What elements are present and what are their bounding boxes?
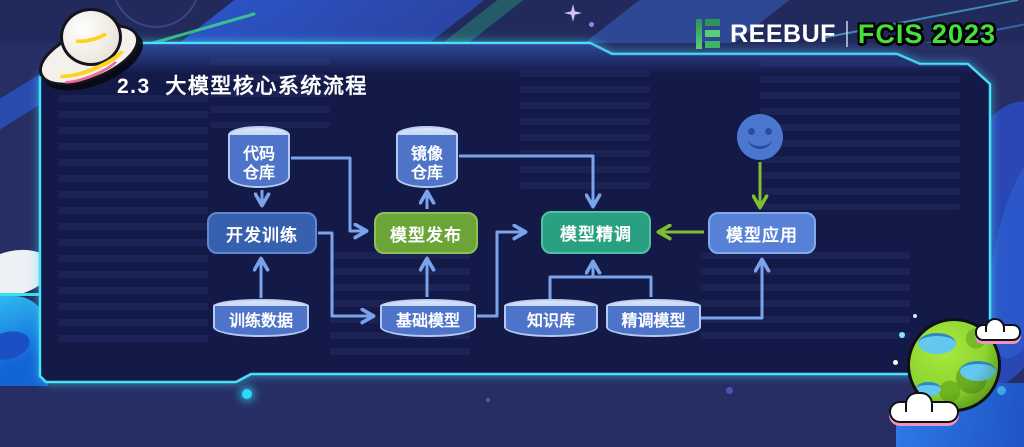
smiley-face-icon <box>737 114 783 160</box>
sparkle-dot <box>997 386 1006 395</box>
cylinder-body <box>396 135 458 188</box>
edge-base-model-model-finetune <box>477 232 524 318</box>
cloud-icon <box>889 392 959 423</box>
purple-dot <box>726 387 733 394</box>
f-icon-bar <box>705 41 721 48</box>
rack-texture <box>58 95 208 345</box>
node-base-model: 基础模型 <box>380 299 476 337</box>
node-label: 基础模型 <box>395 313 460 330</box>
edge-finetuned-model-model-app <box>701 261 762 320</box>
f-icon-bar <box>705 19 721 26</box>
node-code-repo: 代码 仓库 <box>228 126 290 188</box>
rack-texture <box>760 60 960 210</box>
logo-divider <box>845 21 848 47</box>
rack-texture <box>700 252 910 347</box>
brand-logo: REEBUF FCIS 2023 <box>696 16 996 52</box>
event-badge: FCIS 2023 <box>857 18 996 49</box>
planet-sticker <box>889 312 1021 427</box>
smiley-mouth <box>748 136 772 149</box>
sparkle-dot <box>913 314 917 318</box>
panel-content <box>40 44 990 362</box>
freebuf-f-icon <box>696 19 721 49</box>
node-label: 模型发布 <box>390 225 462 245</box>
planet-lake <box>960 361 996 381</box>
node-image-repo: 镜像 仓库 <box>396 126 458 188</box>
saturn-sticker <box>30 0 148 110</box>
smiley-eye <box>765 128 772 135</box>
node-model-app: 模型应用 <box>708 212 816 254</box>
cylinder-body <box>380 306 476 337</box>
edge-image-repo-model-finetune <box>459 154 593 205</box>
edge-code-repo-model-release <box>291 156 365 231</box>
cylinder-body <box>504 306 598 337</box>
cyan-line <box>0 293 40 296</box>
saturn-planet <box>60 8 122 66</box>
blue-dot <box>486 398 490 402</box>
f-icon-bar <box>696 19 703 49</box>
node-model-finetune: 模型精调 <box>541 211 651 254</box>
sparkle-dot <box>893 360 898 365</box>
node-label: 模型精调 <box>560 225 632 244</box>
node-label: 开发训练 <box>226 225 298 245</box>
rack-texture <box>210 58 330 128</box>
node-dev-train: 开发训练 <box>207 212 317 254</box>
page-title: 2.3 大模型核心系统流程 <box>117 75 368 98</box>
sparkle-dot <box>589 22 594 27</box>
node-model-release: 模型发布 <box>374 212 478 254</box>
node-label: 精调模型 <box>621 313 686 330</box>
cylinder-body <box>606 306 701 337</box>
cloud-icon <box>975 318 1021 341</box>
node-label: 镜像 仓库 <box>410 146 443 182</box>
node-knowledge-base: 知识库 <box>504 299 598 337</box>
node-label: 知识库 <box>526 313 575 330</box>
edge-dev-train-base-model <box>318 231 372 316</box>
glow-dot <box>242 389 252 399</box>
cylinder-body <box>213 306 309 337</box>
connector-layer <box>0 154 1024 427</box>
node-label: 训练数据 <box>228 313 293 330</box>
edge-merge-bar <box>548 275 653 299</box>
brand-wordmark: REEBUF <box>730 19 836 48</box>
cylinder-body <box>228 135 290 188</box>
rack-texture <box>520 70 650 190</box>
f-icon-bar <box>705 30 721 37</box>
node-train-data: 训练数据 <box>213 299 309 337</box>
node-finetuned-model: 精调模型 <box>606 299 701 337</box>
sparkle-dot <box>899 332 905 338</box>
node-label: 模型应用 <box>726 225 798 245</box>
smiley-eye <box>748 128 755 135</box>
node-label: 代码 仓库 <box>242 146 275 182</box>
planet-lake <box>918 333 956 354</box>
